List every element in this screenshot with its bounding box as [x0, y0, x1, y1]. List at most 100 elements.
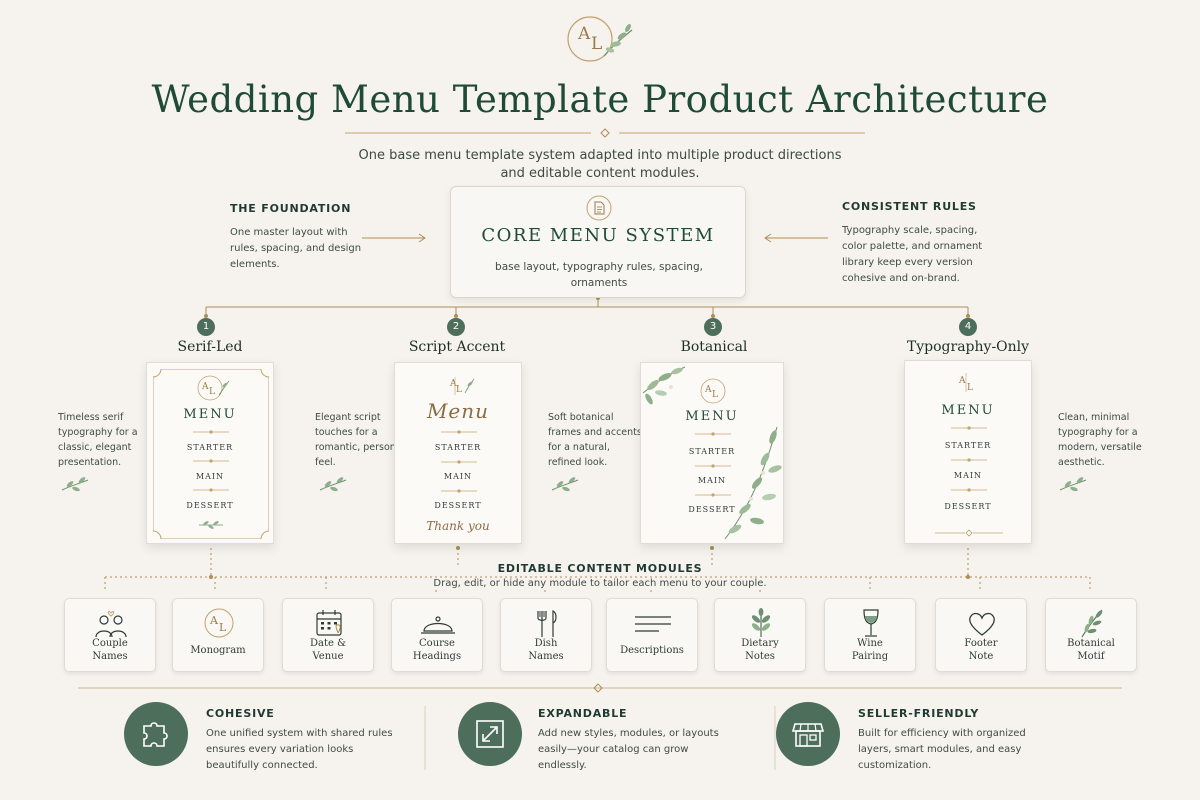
svg-text:A: A	[201, 382, 209, 392]
benefit-body: Add new styles, modules, or layouts easi…	[538, 728, 719, 771]
module-label-line2: Names	[92, 651, 128, 662]
text-lines-icon	[635, 616, 671, 632]
ornament-divider	[695, 493, 731, 497]
card-monogram-icon: A L	[958, 373, 973, 393]
module-course-headings[interactable]: Course Headings	[391, 598, 483, 672]
sprig-icon	[1081, 609, 1103, 638]
variant-desc-script-accent: Elegant script touches for a romantic, p…	[315, 412, 405, 468]
benefit-body: Built for efficiency with organized laye…	[858, 728, 1026, 771]
benefit-icon-seller-friendly	[776, 702, 840, 766]
course-main: MAIN	[697, 476, 727, 485]
botanical-frame-icon: A L	[642, 366, 782, 540]
module-wine-pairing[interactable]: Wine Pairing	[824, 598, 916, 672]
menu-card-script-accent: A L Menu STARTER MAIN DESSERT Thank you	[394, 362, 522, 544]
module-label-line2: Headings	[412, 651, 462, 662]
variant-number-3: 3	[704, 318, 722, 336]
module-label-line1: Dish	[534, 638, 558, 649]
module-label-line1: Monogram	[190, 645, 246, 656]
foundation-heading: THE FOUNDATION	[230, 202, 352, 215]
course-main: MAIN	[953, 471, 983, 480]
cutlery-icon	[537, 610, 557, 637]
module-label-line2: Note	[968, 651, 994, 662]
modules-heading: EDITABLE CONTENT MODULES	[497, 562, 703, 575]
subtitle-line-1: One base menu template system adapted in…	[358, 148, 842, 163]
module-monogram[interactable]: A L Monogram	[172, 598, 264, 672]
module-label-line1: Descriptions	[620, 645, 684, 656]
ornament-divider	[441, 430, 477, 434]
sprig-icon	[199, 521, 223, 529]
logo-letter-left: A	[578, 24, 591, 44]
module-label-line2: Names	[528, 651, 564, 662]
foundation-body: One master layout with rules, spacing, a…	[230, 227, 362, 270]
logo-letter-right: L	[591, 34, 603, 54]
module-label-line2: Notes	[745, 651, 775, 662]
benefit-heading: EXPANDABLE	[538, 707, 628, 720]
rules-body: Typography scale, spacing, color palette…	[842, 225, 983, 284]
variant-number-1: 1	[197, 318, 215, 336]
module-label-line2: Motif	[1077, 651, 1105, 662]
course-starter: STARTER	[944, 441, 992, 450]
couple-icon	[95, 611, 127, 638]
module-couple-names[interactable]: Couple Names	[64, 598, 156, 672]
svg-text:L: L	[712, 390, 718, 400]
benefit-body: One unified system with shared rules ens…	[206, 728, 393, 771]
module-label-line1: Footer	[964, 638, 998, 649]
module-date-venue[interactable]: Date & Venue	[282, 598, 374, 672]
module-dish-names[interactable]: Dish Names	[500, 598, 592, 672]
variant-label-serif-led: Serif-Led	[177, 339, 243, 355]
course-dessert: DESSERT	[434, 501, 482, 510]
leaf-icon	[751, 608, 771, 637]
module-label-line2: Pairing	[851, 651, 889, 662]
module-label-line1: Botanical	[1067, 638, 1115, 649]
ornament-divider	[441, 460, 477, 464]
page-subtitle: One base menu template system adapted in…	[300, 147, 900, 183]
module-footer-note[interactable]: Footer Note	[935, 598, 1027, 672]
sprig-icon	[551, 477, 579, 492]
course-dessert: DESSERT	[944, 502, 992, 511]
course-starter: STARTER	[434, 443, 482, 452]
module-descriptions[interactable]: Descriptions	[606, 598, 698, 672]
sprig-icon	[319, 477, 347, 492]
benefit-expandable: EXPANDABLE Add new styles, modules, or l…	[538, 707, 738, 774]
module-label-line1: Wine	[857, 638, 883, 649]
ornament-divider	[193, 459, 229, 463]
course-starter: STARTER	[688, 447, 736, 456]
subtitle-line-2: and editable content modules.	[500, 166, 700, 181]
card-menu-title: MENU	[685, 409, 739, 424]
ornament-divider	[935, 529, 1003, 537]
calendar-icon	[316, 610, 342, 636]
benefit-icon-expandable	[458, 702, 522, 766]
variant-number-2: 2	[447, 318, 465, 336]
course-main: MAIN	[443, 472, 473, 481]
benefit-icon-cohesive	[124, 702, 188, 766]
svg-text:L: L	[209, 387, 215, 397]
monogram-logo: A L	[560, 6, 640, 72]
variant-desc-serif-led: Timeless serif typography for a classic,…	[58, 412, 138, 468]
module-label-line2: Venue	[312, 651, 344, 662]
storefront-icon	[791, 723, 825, 747]
module-botanical-motif[interactable]: Botanical Motif	[1045, 598, 1137, 672]
menu-card-serif-led: A L MENU STARTER MAIN DESSERT	[146, 362, 274, 544]
ornament-divider	[193, 488, 229, 492]
puzzle-icon	[143, 722, 168, 747]
course-dessert: DESSERT	[688, 505, 736, 514]
foundation-note: THE FOUNDATION One master layout with ru…	[230, 202, 370, 273]
variant-label-typography-only: Typography-Only	[906, 339, 1030, 355]
variant-label-script-accent: Script Accent	[408, 339, 506, 355]
modules-subheading: Drag, edit, or hide any module to tailor…	[433, 578, 767, 589]
core-description: base layout, typography rules, spacing, …	[495, 261, 703, 289]
module-label-line1: Dietary	[741, 638, 779, 649]
benefit-heading: COHESIVE	[206, 707, 275, 720]
card-monogram-icon: A L	[449, 377, 475, 395]
monogram-logo-icon	[567, 16, 633, 62]
card-menu-title: MENU	[183, 407, 237, 422]
card-menu-title: Menu	[426, 399, 490, 423]
card-closing-note: Thank you	[426, 519, 490, 533]
page-title: Wedding Menu Template Product Architectu…	[151, 78, 1049, 121]
ornament-divider	[951, 488, 987, 492]
heart-icon	[969, 612, 995, 636]
module-dietary-notes[interactable]: Dietary Notes	[714, 598, 806, 672]
svg-text:L: L	[219, 621, 227, 634]
title-divider	[345, 128, 865, 138]
